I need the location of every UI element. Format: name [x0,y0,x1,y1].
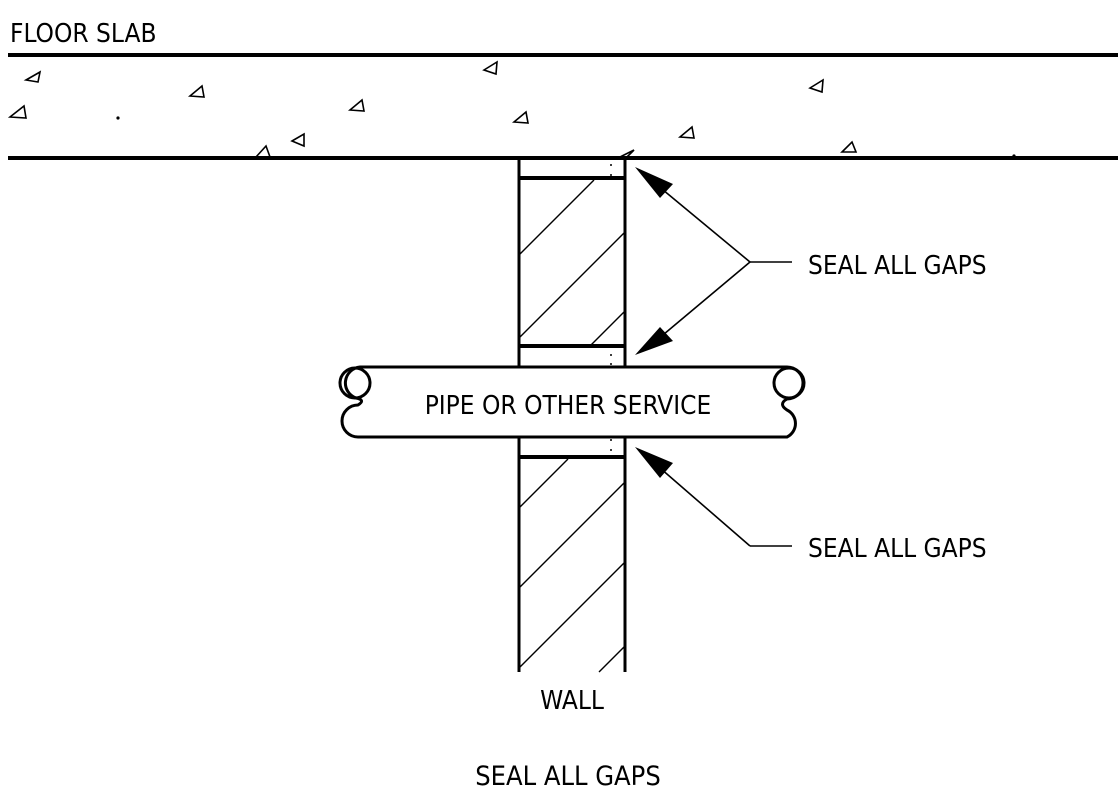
floor-slab: FLOOR SLAB [7,19,1118,160]
wall-hatch-lower [518,458,626,673]
wall-hatch-upper [518,179,626,347]
pipe-label: PIPE OR OTHER SERVICE [425,391,712,421]
pipe-end-left [338,366,372,400]
floor-slab-label: FLOOR SLAB [10,19,157,49]
wall-label: WALL [540,686,604,716]
seal-label-upper: SEAL ALL GAPS [808,251,987,281]
arrowhead-top-gap [635,167,673,198]
wall-dotted-gap [610,164,612,451]
callout-lower: SEAL ALL GAPS [635,447,987,564]
aggregate-hatch [7,60,1016,159]
pipe: PIPE OR OTHER SERVICE [338,365,806,439]
arrowhead-low-gap [635,447,673,478]
arrowhead-mid-gap [635,327,673,355]
pipe-end-right [772,366,806,400]
seal-label-lower: SEAL ALL GAPS [808,534,987,564]
drawing-caption: SEAL ALL GAPS [475,761,661,792]
callout-upper: SEAL ALL GAPS [635,167,987,355]
